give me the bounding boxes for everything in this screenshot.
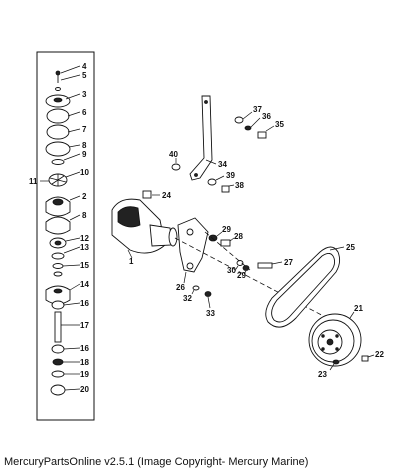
pulley-hardware (329, 354, 375, 371)
callout-22: 22 (375, 350, 384, 359)
mounting-hardware (191, 231, 283, 309)
callout-35: 35 (275, 120, 284, 129)
callout-14: 14 (80, 280, 89, 289)
callout-23: 23 (318, 370, 327, 379)
callout-16: 16 (80, 299, 89, 308)
callout-24: 24 (162, 191, 171, 200)
callout-27: 27 (284, 258, 293, 267)
callout-8: 8 (82, 141, 87, 150)
callout-30: 30 (227, 266, 236, 275)
callout-13: 13 (80, 243, 89, 252)
callout-36: 36 (262, 112, 271, 121)
callout-10: 10 (80, 168, 89, 177)
callout-32: 32 (183, 294, 192, 303)
callout-21: 21 (354, 304, 363, 313)
callout-29b: 29 (237, 271, 246, 280)
callout-2: 2 (82, 192, 87, 201)
callout-3: 3 (82, 90, 87, 99)
callout-7: 7 (82, 125, 87, 134)
callout-25: 25 (346, 243, 355, 252)
callout-28: 28 (234, 232, 243, 241)
callout-6: 6 (82, 108, 87, 117)
mounting-bracket (177, 217, 209, 284)
callout-labels: 4 5 3 6 7 8 9 10 11 2 8 12 13 15 14 16 1… (29, 62, 384, 394)
callout-33: 33 (206, 309, 215, 318)
adjusting-bracket (171, 95, 275, 193)
pump-components-stack (45, 70, 71, 396)
callout-11: 11 (29, 177, 38, 186)
callout-16b: 16 (80, 344, 89, 353)
callout-17: 17 (80, 321, 89, 330)
callout-19: 19 (80, 370, 89, 379)
callout-4: 4 (82, 62, 87, 71)
power-steering-pump (111, 198, 178, 259)
callout-38: 38 (235, 181, 244, 190)
pump-exploded-frame (36, 51, 95, 421)
callout-37: 37 (253, 105, 262, 114)
callout-29: 29 (222, 225, 231, 234)
callout-20: 20 (80, 385, 89, 394)
callout-12: 12 (80, 234, 89, 243)
callout-8b: 8 (82, 211, 87, 220)
callout-34: 34 (218, 160, 227, 169)
pulley (308, 311, 362, 367)
callout-40: 40 (169, 150, 178, 159)
copyright-footer: MercuryPartsOnline v2.5.1 (Image Copyrig… (4, 456, 309, 468)
callout-9: 9 (82, 150, 87, 159)
callout-39: 39 (226, 171, 235, 180)
callout-15: 15 (80, 261, 89, 270)
callout-26: 26 (176, 283, 185, 292)
callout-18: 18 (80, 358, 89, 367)
parts-exploded-diagram: 4 5 3 6 7 8 9 10 11 2 8 12 13 15 14 16 1… (29, 51, 384, 421)
fitting-24 (142, 190, 160, 199)
drive-belt (265, 246, 345, 328)
impeller (48, 173, 68, 187)
callout-5: 5 (82, 71, 87, 80)
callout-1: 1 (129, 257, 134, 266)
